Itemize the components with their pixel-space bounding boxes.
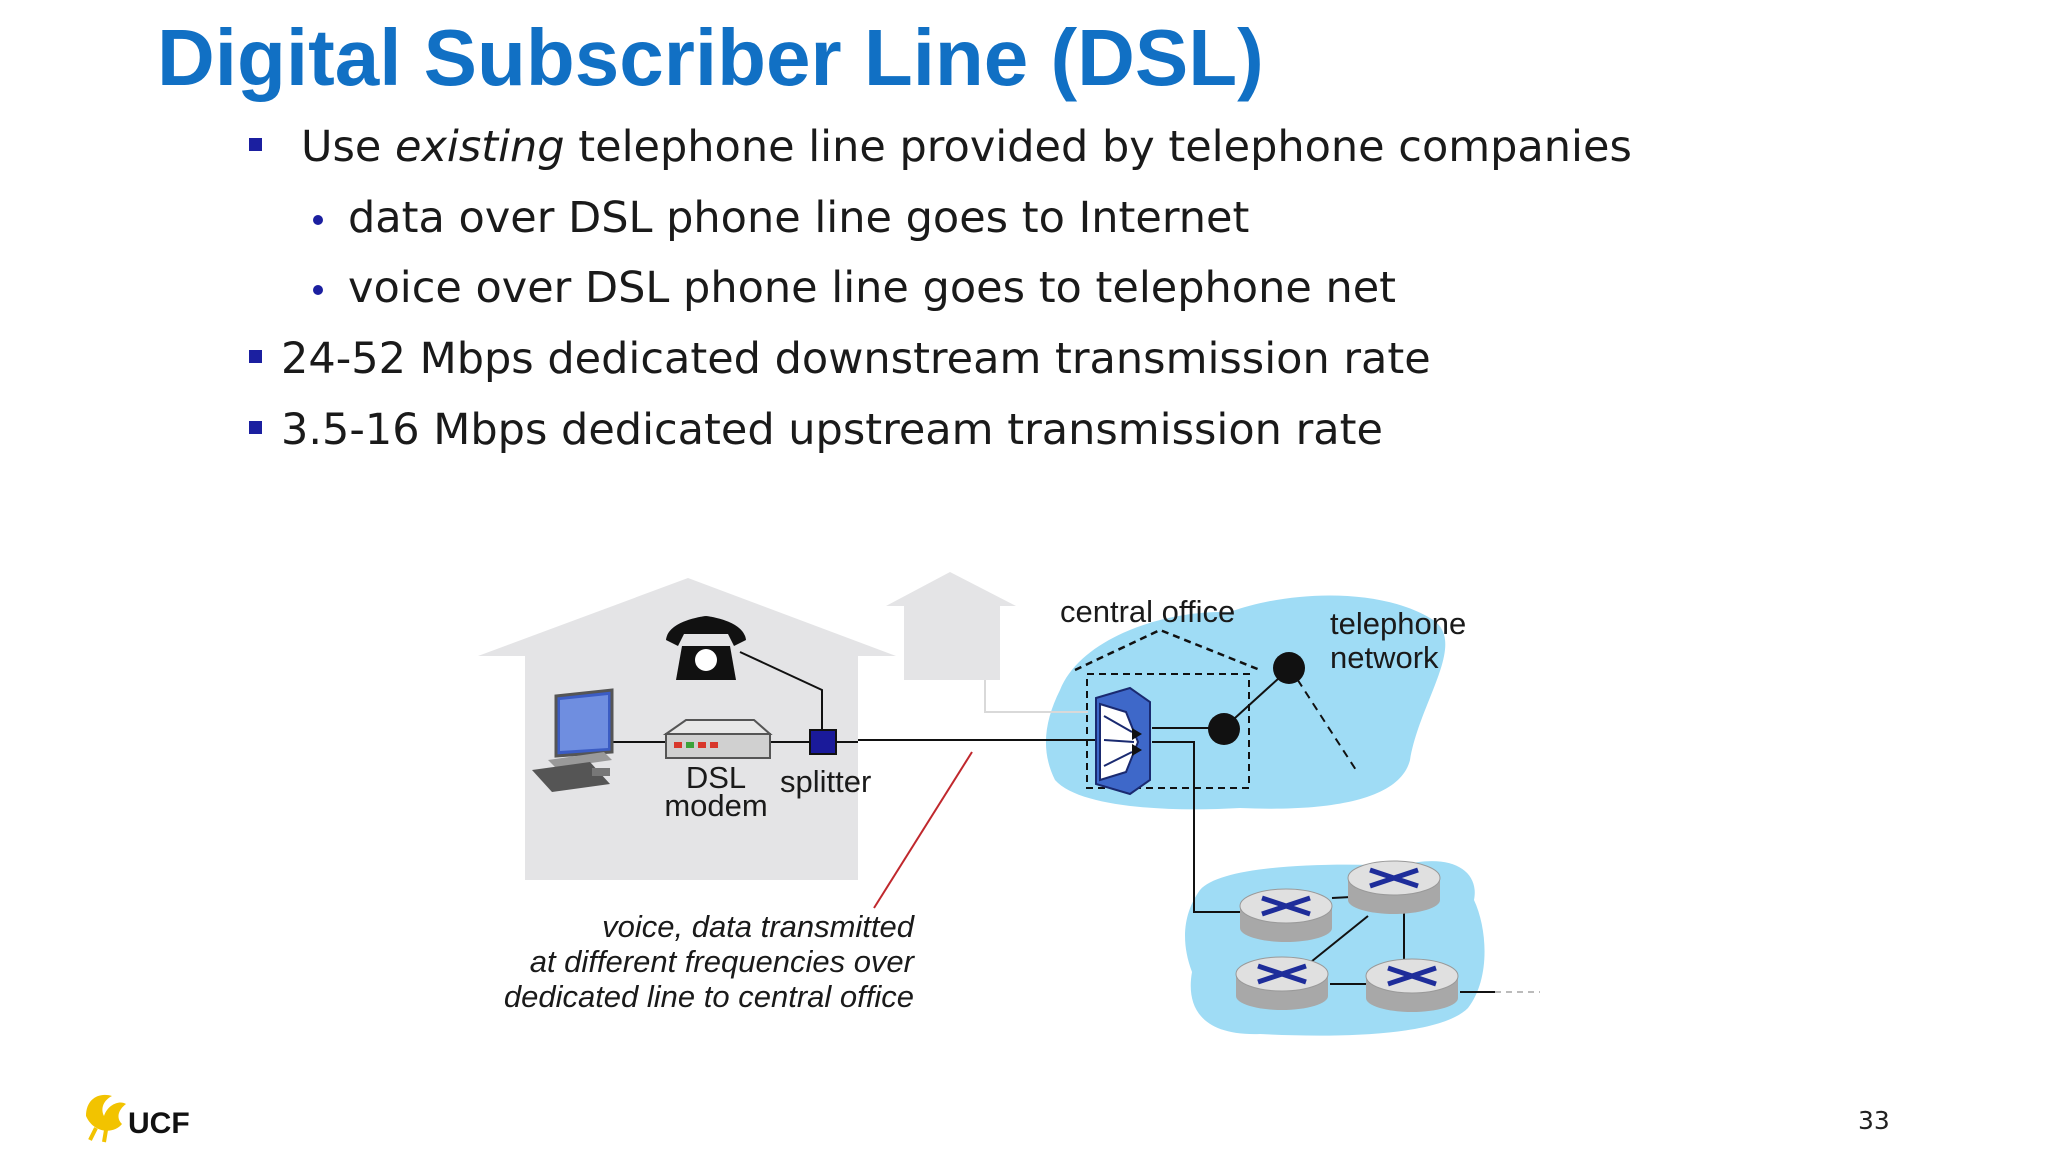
building-line bbox=[984, 680, 1088, 713]
ucf-logo-text: UCF bbox=[128, 1107, 190, 1140]
bullet-list: Use existing telephone line provided by … bbox=[0, 0, 2048, 500]
splitter-label: splitter bbox=[780, 764, 871, 799]
switch-icon-2 bbox=[1273, 652, 1305, 684]
small-building bbox=[886, 572, 1016, 680]
phone-to-splitter-wire bbox=[739, 651, 823, 732]
bullet-marker-1 bbox=[249, 138, 262, 151]
bullet-1-post: telephone line provided by telephone com… bbox=[564, 122, 1632, 172]
bullet-1-pre: Use bbox=[301, 122, 395, 172]
dslam-icon bbox=[1095, 686, 1151, 796]
switch-icon bbox=[1208, 713, 1240, 745]
sub-bullet-marker-1 bbox=[313, 215, 323, 225]
splitter-icon bbox=[809, 729, 837, 755]
router-icon-4 bbox=[1365, 958, 1459, 1012]
slide-title: Digital Subscriber Line (DSL) bbox=[157, 13, 1264, 102]
telephone-icon bbox=[666, 616, 746, 680]
annotation-line-1: voice, data transmitted bbox=[602, 909, 916, 944]
router-icon-3 bbox=[1235, 956, 1329, 1010]
bullet-marker-3 bbox=[249, 421, 262, 434]
page-number: 33 bbox=[1858, 1106, 1890, 1135]
telephone-network-label-line2: network bbox=[1330, 640, 1439, 675]
switch-dashed-wire bbox=[1289, 667, 1357, 771]
annotation-pointer bbox=[873, 751, 973, 909]
sub-bullet-1: data over DSL phone line goes to Interne… bbox=[348, 193, 1250, 243]
dslam-to-router-wire bbox=[1152, 741, 1240, 913]
bullet-2: 24-52 Mbps dedicated downstream transmis… bbox=[281, 334, 1431, 384]
bullet-1: Use existing telephone line provided by … bbox=[301, 121, 1632, 173]
ucf-pegasus-logo bbox=[86, 1094, 126, 1143]
annotation-line-2: at different frequencies over bbox=[530, 944, 916, 979]
annotation-line-3: dedicated line to central office bbox=[504, 979, 914, 1014]
dsl-modem-label-line1: DSL bbox=[686, 760, 746, 795]
bullet-1-emphasis: existing bbox=[395, 122, 565, 172]
sub-bullet-marker-2 bbox=[313, 285, 323, 295]
bullet-3: 3.5-16 Mbps dedicated upstream transmiss… bbox=[281, 405, 1383, 455]
computer-icon bbox=[532, 688, 614, 792]
central-office-label: central office bbox=[1060, 594, 1235, 629]
router-icon-2 bbox=[1347, 860, 1441, 914]
dsl-modem-icon bbox=[662, 719, 773, 759]
telephone-network-label-line1: telephone bbox=[1330, 606, 1466, 641]
dsl-modem-label-line2: modem bbox=[664, 788, 767, 823]
router-icon-1 bbox=[1239, 888, 1333, 942]
sub-bullet-2: voice over DSL phone line goes to teleph… bbox=[348, 263, 1397, 313]
bullet-marker-2 bbox=[249, 350, 262, 363]
central-office-box bbox=[1086, 673, 1250, 789]
